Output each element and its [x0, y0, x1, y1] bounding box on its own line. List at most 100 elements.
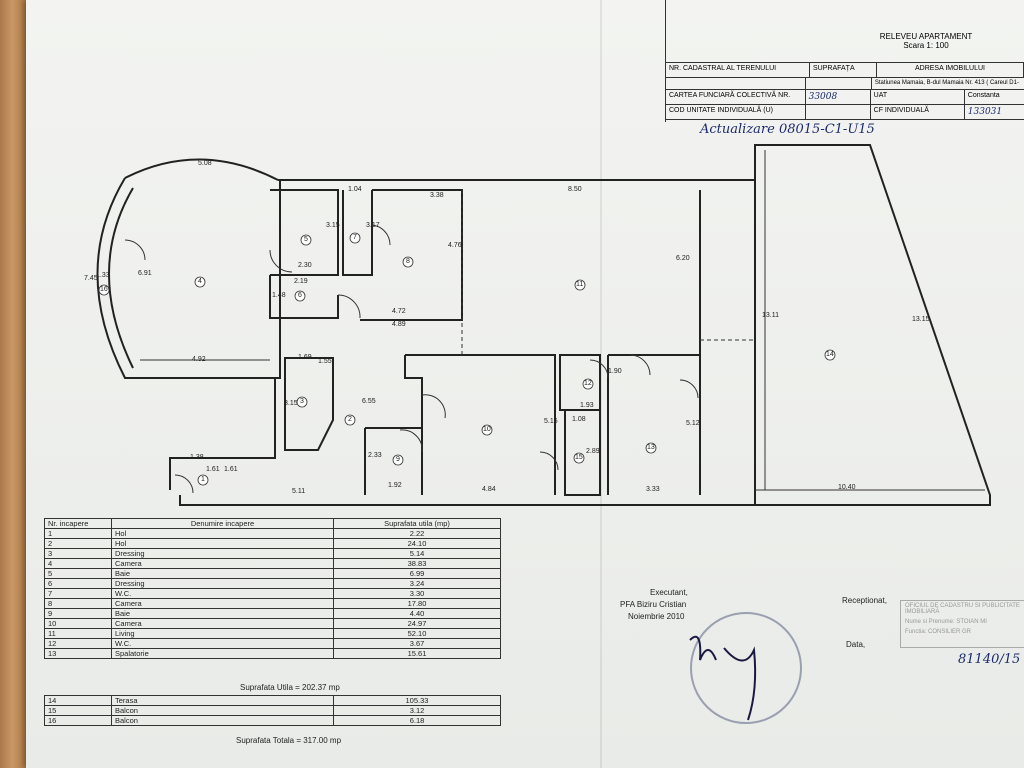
- dimension-label: 3.33: [646, 486, 660, 493]
- dimension-label: 3.15: [326, 222, 340, 229]
- room-number: 8: [406, 258, 410, 265]
- room-number: 12: [584, 380, 592, 387]
- dimension-label: 13.15: [912, 316, 930, 323]
- door-arc: [174, 474, 194, 494]
- label-uat: UAT: [871, 90, 965, 104]
- room-marker: [294, 290, 306, 302]
- dimension-label: 1.48: [272, 292, 286, 299]
- room-number: 6: [298, 292, 302, 299]
- dimension-label: 8.50: [568, 186, 582, 193]
- room-number: 13: [647, 444, 655, 451]
- title-grid: NR. CADASTRAL AL TERENULUI SUPRAFAȚA ADR…: [666, 62, 1024, 120]
- dimension-label: 2.33: [368, 452, 382, 459]
- door-arc: [337, 294, 361, 319]
- plan-wall: [96, 177, 280, 379]
- dimension-label: 3.17: [366, 222, 380, 229]
- room-marker: [574, 279, 586, 291]
- room-number: 4: [198, 278, 202, 285]
- label-suprafata: SUPRAFAȚA: [810, 63, 877, 77]
- plan-wall: [405, 354, 556, 495]
- room-marker: [402, 256, 414, 268]
- dimension-label: 4.76: [448, 242, 462, 249]
- room-number: 1: [201, 476, 205, 483]
- document-title: RELEVEU APARTAMENT: [879, 32, 973, 41]
- dimension-label: 6.91: [138, 270, 152, 277]
- dimension-label: 4.92: [192, 356, 206, 363]
- room-number: 14: [826, 351, 834, 358]
- dimension-label: 1.92: [388, 482, 402, 489]
- dimension-label: 2.19: [294, 278, 308, 285]
- dimension-label: 13.11: [762, 312, 779, 319]
- dimension-label: 6.20: [676, 255, 690, 262]
- executant-label: Executant,: [650, 588, 688, 597]
- plan-wall: [179, 144, 991, 506]
- dimension-label: 2.30: [298, 262, 312, 269]
- dimension-label: 6.55: [362, 398, 376, 405]
- executant-name: PFA Biziru Cristian: [620, 600, 687, 609]
- door-arc: [589, 359, 609, 379]
- plan-wall: [269, 275, 339, 319]
- door-arc: [124, 239, 146, 261]
- dimension-label: 3.15: [284, 400, 298, 407]
- door-arc: [399, 429, 423, 453]
- room-marker: [296, 396, 308, 408]
- room-marker: [194, 276, 206, 288]
- dimension-label: 1.61: [206, 466, 220, 473]
- plan-wall: [754, 180, 990, 506]
- plan-wall: [284, 357, 334, 451]
- dimension-label: 1.38: [190, 454, 204, 461]
- label-cf-individuala: CF INDIVIDUALĂ: [871, 105, 965, 119]
- dimension-label: 1.08: [572, 416, 586, 423]
- data-label: Data,: [846, 640, 866, 649]
- executant-date: Noiembrie 2010: [628, 612, 685, 621]
- dimension-label: 1.69: [298, 354, 312, 361]
- room-number: 9: [396, 456, 400, 463]
- plan-wall: [404, 355, 423, 495]
- dimension-label: 4.89: [392, 321, 406, 328]
- room-marker: [573, 452, 585, 464]
- room-marker: [197, 474, 209, 486]
- dimension-label: 5.11: [292, 488, 306, 495]
- room-number: 10: [483, 426, 491, 433]
- handwritten-carte-nr: 33008: [806, 90, 871, 104]
- dimension-label: 1.93: [580, 402, 594, 409]
- dimension-label: 4.72: [392, 308, 406, 315]
- title-text: RELEVEU APARTAMENT Scara 1: 100: [856, 32, 996, 50]
- door-arc: [629, 354, 651, 376]
- dimension-label: 3.38: [430, 192, 444, 199]
- dimension-label: 2.89: [586, 448, 600, 455]
- door-arc: [539, 451, 559, 471]
- rooms-table: Nr. incapere Denumire incapere Suprafata…: [44, 518, 501, 659]
- dimension-label: 5.08: [198, 160, 212, 167]
- dimension-label: 5.12: [686, 420, 700, 427]
- plan-wall: [364, 427, 422, 495]
- room-number: 16: [100, 286, 108, 293]
- title-block: RELEVEU APARTAMENT Scara 1: 100 NR. CADA…: [665, 0, 1024, 122]
- door-arc: [421, 394, 446, 419]
- room-marker: [98, 284, 110, 296]
- dimension-label: 1.90: [608, 368, 622, 375]
- plan-wall: [564, 410, 601, 496]
- label-carte-funciara: CARTEA FUNCIARĂ COLECTIVĂ NR.: [666, 90, 806, 104]
- room-number: 3: [300, 398, 304, 405]
- dimension-label: 5.16: [544, 418, 558, 425]
- room-marker: [824, 349, 836, 361]
- dimension-label: 1.55: [318, 358, 332, 365]
- plan-wall: [342, 190, 373, 276]
- dimension-label: 1.04: [348, 186, 362, 193]
- plan-wall: [108, 187, 134, 369]
- handwritten-date: 81140/15: [958, 652, 1021, 667]
- handwritten-note: Actualizare 08015-C1-U15: [700, 122, 875, 137]
- office-stamp: OFICIUL DE CADASTRU SI PUBLICITATE IMOBI…: [900, 600, 1024, 648]
- room-marker: [645, 442, 657, 454]
- door-arc: [679, 379, 699, 399]
- room-marker: [582, 378, 594, 390]
- dimension-label: 4.84: [482, 486, 496, 493]
- room-number: 7: [353, 234, 357, 241]
- room-marker: [481, 424, 493, 436]
